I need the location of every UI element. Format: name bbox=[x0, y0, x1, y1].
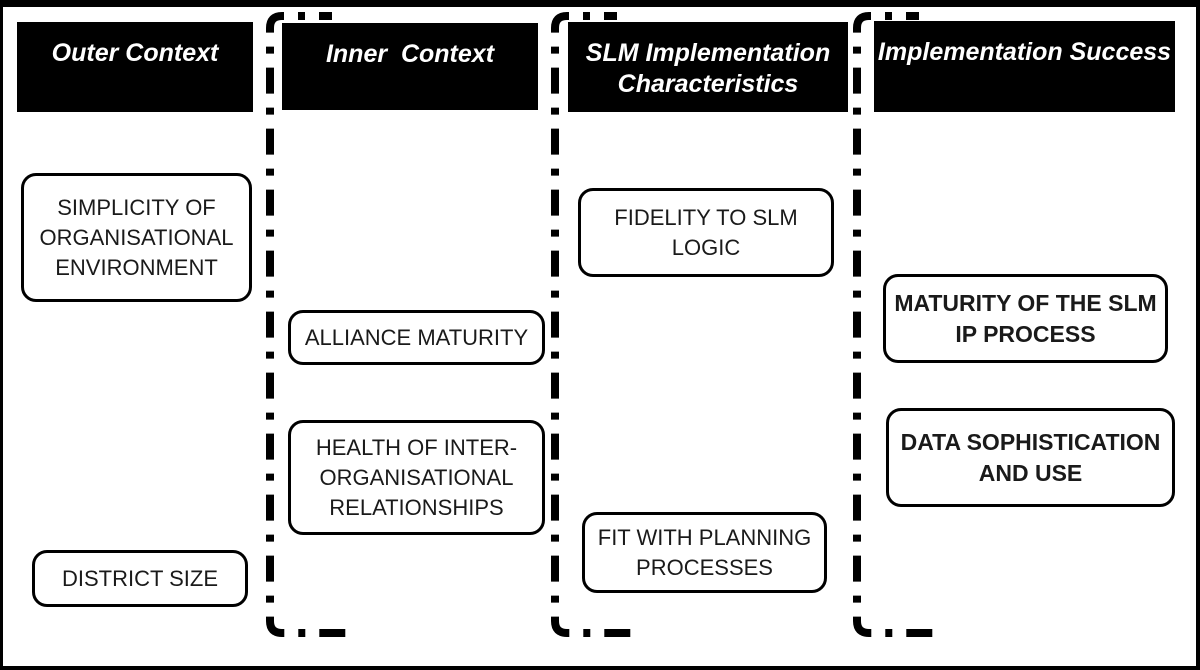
column-header-outer-context: Outer Context bbox=[17, 22, 253, 112]
box-data-sophistication-and-use: DATA SOPHISTICATION AND USE bbox=[886, 408, 1175, 507]
box-alliance-maturity: ALLIANCE MATURITY bbox=[288, 310, 545, 365]
column-header-implementation-success: Implementation Success bbox=[874, 21, 1175, 112]
box-fit-with-planning-processes: FIT WITH PLANNING PROCESSES bbox=[582, 512, 827, 593]
column-header-slm-implementation-characteristics: SLM Implementation Characteristics bbox=[568, 22, 848, 112]
box-district-size: DISTRICT SIZE bbox=[32, 550, 248, 607]
box-simplicity-of-organisational-environment: SIMPLICITY OF ORGANISATIONAL ENVIRONMENT bbox=[21, 173, 252, 302]
box-health-of-inter-organisational-relationships: HEALTH OF INTER- ORGANISATIONAL RELATION… bbox=[288, 420, 545, 535]
box-fidelity-to-slm-logic: FIDELITY TO SLM LOGIC bbox=[578, 188, 834, 277]
column-header-inner-context: Inner Context bbox=[282, 23, 538, 110]
box-maturity-of-the-slm-ip-process: MATURITY OF THE SLM IP PROCESS bbox=[883, 274, 1168, 363]
